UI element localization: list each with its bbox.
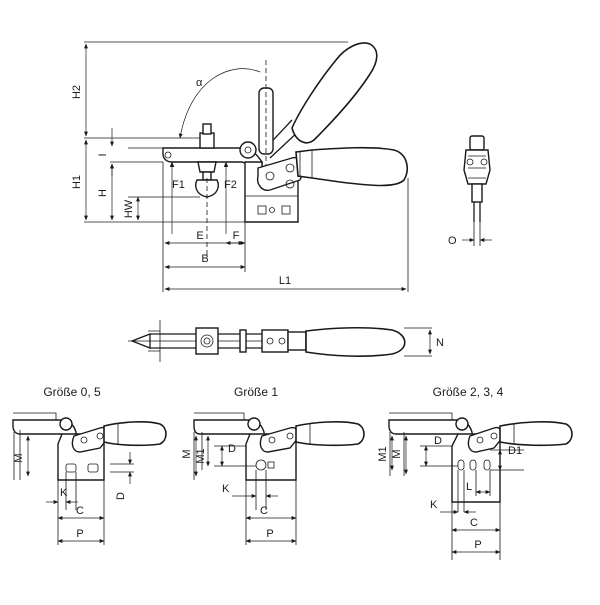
clamp-arm	[162, 123, 263, 198]
angle-alpha: α	[196, 77, 203, 89]
dim-H: H	[97, 189, 109, 197]
dim-K: K	[430, 499, 438, 511]
dim-H2: H2	[71, 85, 83, 99]
dim-P: P	[474, 539, 481, 551]
dim-M: M	[391, 449, 403, 458]
dim-I: I	[97, 153, 109, 156]
dim-P: P	[266, 528, 273, 540]
dim-C: C	[76, 505, 84, 517]
side-view: O	[448, 135, 492, 247]
dim-P: P	[76, 528, 83, 540]
dim-M1: M1	[377, 446, 389, 461]
main-view: H2 H1 H I HW α F1 F2 E F B L1	[71, 41, 409, 292]
dim-B: B	[201, 253, 208, 265]
force-F1: F1	[172, 179, 185, 191]
variant-title: Größe 0, 5	[43, 385, 101, 399]
dim-F: F	[233, 230, 240, 242]
dim-C: C	[260, 505, 268, 517]
variant-title: Größe 2, 3, 4	[433, 385, 504, 399]
dim-N: N	[436, 337, 444, 349]
dim-O: O	[448, 235, 457, 247]
variant-size-1: Größe 1 M M1 D K C P	[181, 385, 365, 545]
dim-D: D	[228, 443, 236, 455]
dim-HW: HW	[123, 199, 135, 218]
force-F2: F2	[224, 179, 237, 191]
dim-D: D	[434, 435, 442, 447]
dim-E: E	[196, 230, 203, 242]
dim-C: C	[470, 517, 478, 529]
raised-lever	[258, 42, 378, 180]
variant-title: Größe 1	[234, 385, 278, 399]
dim-K: K	[222, 483, 230, 495]
dim-D1: D1	[508, 445, 522, 457]
dim-K: K	[60, 487, 68, 499]
dim-M: M	[181, 449, 193, 458]
dim-D: D	[115, 492, 127, 500]
top-view: N	[128, 320, 444, 362]
variant-size-0-5: Größe 0, 5 M D K C P	[12, 385, 167, 545]
closed-handle	[295, 146, 408, 187]
clamp-base	[239, 141, 306, 223]
variant-size-2-3-4: Größe 2, 3, 4 M1 M D D1 L K C P	[377, 385, 573, 560]
dim-L: L	[466, 481, 472, 493]
dim-L1: L1	[279, 275, 291, 287]
dim-M1: M1	[195, 448, 207, 463]
dim-M: M	[13, 453, 25, 462]
dim-H1: H1	[71, 175, 83, 189]
